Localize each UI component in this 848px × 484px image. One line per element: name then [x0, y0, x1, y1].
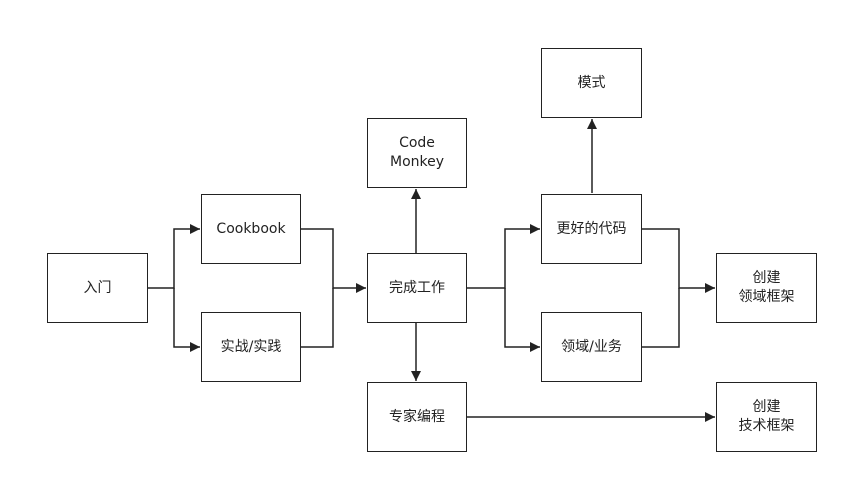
edge-get-work-done-to-domain-business	[504, 288, 540, 352]
node-intro: 入门	[47, 253, 148, 323]
node-expert-programming-label: 专家编程	[389, 408, 445, 425]
edge-practice-to-get-work-done	[301, 288, 334, 348]
node-get-work-done: 完成工作	[367, 253, 467, 323]
edge-better-code-to-create-domain-framework	[642, 228, 715, 293]
node-better-code: 更好的代码	[541, 194, 642, 264]
node-create-domain-framework-label: 创建 领域框架	[738, 270, 795, 305]
node-create-tech-framework-label: 创建 技术框架	[738, 399, 795, 434]
node-cookbook-label: Cookbook	[216, 220, 286, 237]
node-intro-label: 入门	[83, 279, 112, 296]
node-expert-programming: 专家编程	[367, 382, 467, 452]
edge-intro-to-practice	[173, 288, 200, 352]
node-create-tech-framework: 创建 技术框架	[716, 382, 817, 452]
node-practice-label: 实战/实践	[220, 338, 282, 355]
node-code-monkey: Code Monkey	[367, 118, 467, 188]
node-better-code-label: 更好的代码	[556, 220, 627, 237]
edge-get-work-done-to-better-code	[467, 224, 540, 289]
edge-intro-to-cookbook	[148, 224, 200, 289]
node-patterns: 模式	[541, 48, 642, 118]
edge-domain-business-to-create-domain-framework	[642, 288, 680, 348]
node-create-domain-framework: 创建 领域框架	[716, 253, 817, 323]
node-domain-business-label: 领域/业务	[561, 338, 622, 355]
node-domain-business: 领域/业务	[541, 312, 642, 382]
node-code-monkey-label: Code Monkey	[389, 135, 445, 170]
node-cookbook: Cookbook	[201, 194, 301, 264]
edge-cookbook-to-get-work-done	[301, 228, 366, 293]
node-practice: 实战/实践	[201, 312, 301, 382]
node-patterns-label: 模式	[577, 74, 606, 91]
node-get-work-done-label: 完成工作	[389, 279, 445, 296]
